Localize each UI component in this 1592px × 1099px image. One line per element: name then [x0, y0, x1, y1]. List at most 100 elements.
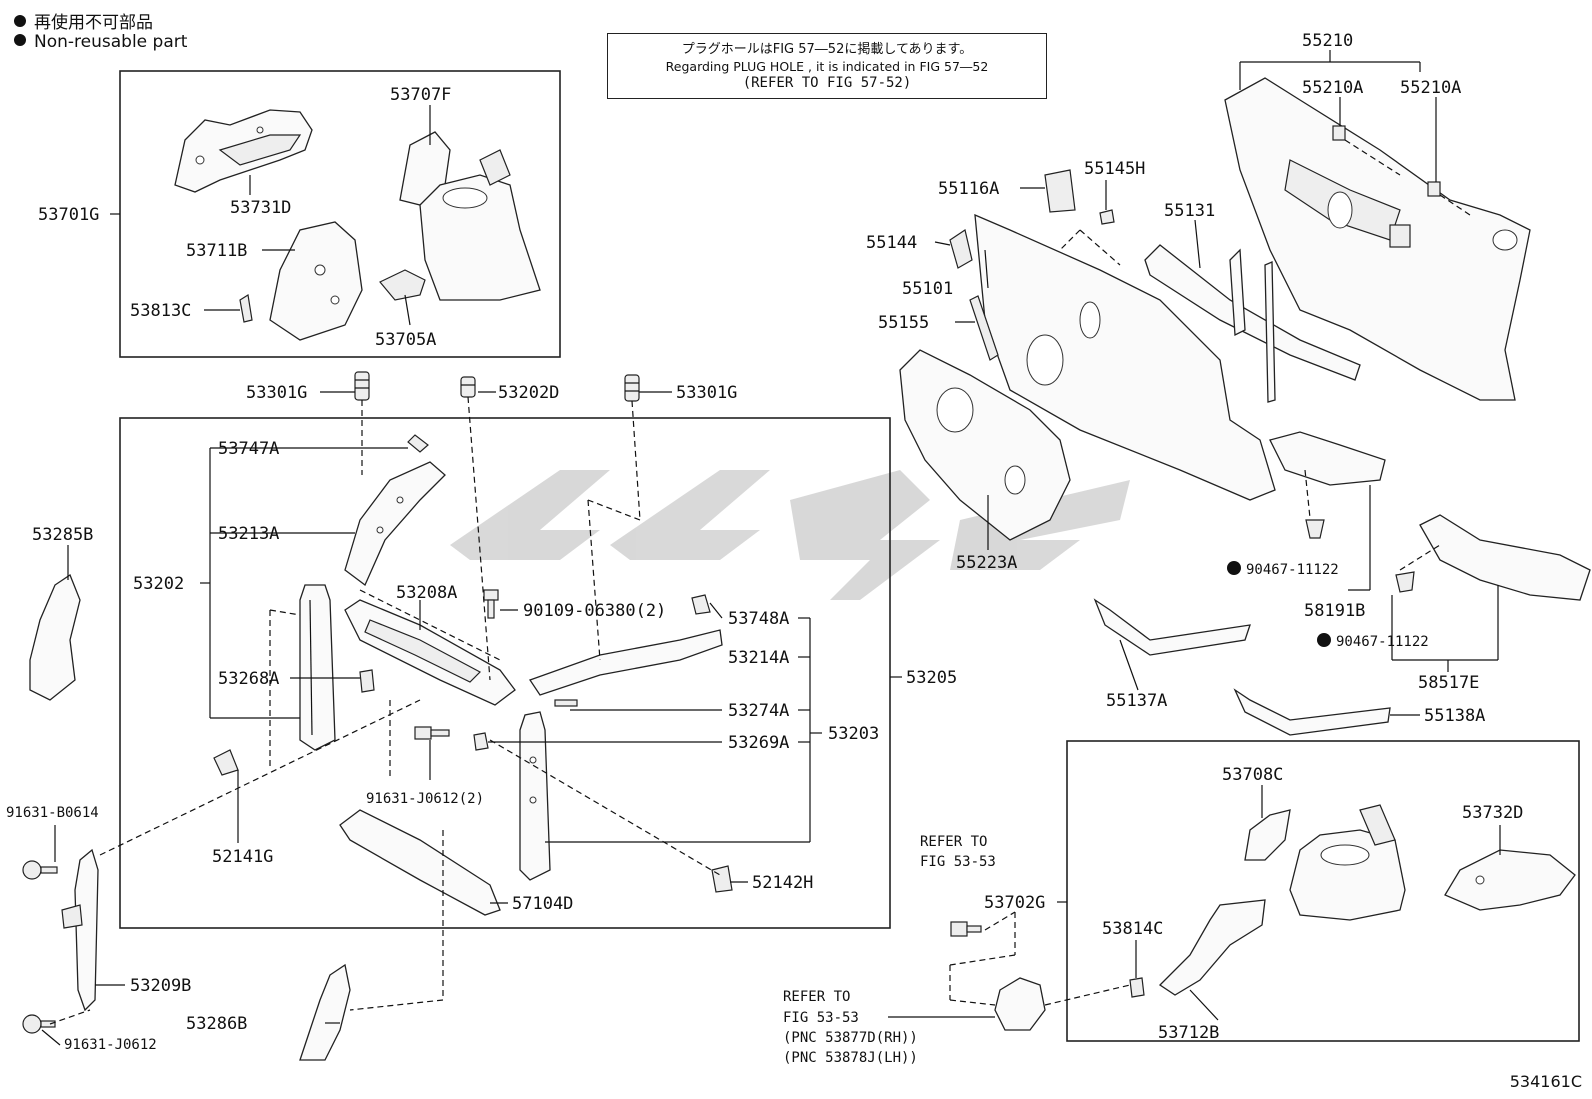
- label-53202D: 53202D: [498, 383, 559, 403]
- label-91631-J0612: 91631-J0612: [64, 1037, 157, 1053]
- part-58517E-drawing: [1419, 514, 1591, 601]
- part-53732D-drawing: [1444, 849, 1576, 911]
- ref2-line1: REFER TO: [783, 989, 850, 1005]
- bolt-91631-J0612-icon: [22, 1014, 56, 1034]
- label-53285B: 53285B: [32, 525, 93, 545]
- label-58517E: 58517E: [1418, 673, 1479, 693]
- bolt-90109-icon: [483, 589, 499, 619]
- label-53814C: 53814C: [1102, 919, 1163, 939]
- label-53731D: 53731D: [230, 198, 291, 218]
- part-labels: 53701G 53707F 53731D 53711B 53813C 53705…: [6, 31, 1523, 1066]
- figure-id: 534161C: [1509, 1072, 1582, 1091]
- label-53701G: 53701G: [38, 205, 99, 225]
- label-53707F: 53707F: [390, 85, 451, 105]
- part-58191B-drawing: [1269, 431, 1386, 486]
- part-53712B-drawing: [1158, 899, 1266, 996]
- plug-hole-note: プラグホールはFIG 57―52に掲載してあります。 Regarding PLU…: [607, 33, 1047, 99]
- ref2-line4: (PNC 53878J(LH)): [783, 1050, 918, 1066]
- part-53708C-drawing: [1244, 809, 1291, 861]
- part-53208A-drawing: [344, 599, 516, 706]
- label-55210A-right: 55210A: [1400, 78, 1461, 98]
- part-55144-drawing: [949, 229, 973, 269]
- label-91631-B0614: 91631-B0614: [6, 805, 99, 821]
- label-55131: 55131: [1164, 201, 1215, 221]
- part-55131-drawing: [1144, 244, 1361, 403]
- part-53814C-drawing: [1129, 977, 1145, 998]
- label-53268A: 53268A: [218, 669, 279, 689]
- label-53732D: 53732D: [1462, 803, 1523, 823]
- part-55145H-drawing: [1099, 209, 1115, 225]
- box-53205-assembly: [119, 417, 891, 929]
- label-55101: 55101: [902, 279, 953, 299]
- label-58191B: 58191B: [1304, 601, 1365, 621]
- label-53205: 53205: [906, 668, 957, 688]
- box-53702G-assembly: [1066, 740, 1580, 1042]
- ref2-line2: FIG 53-53: [783, 1010, 859, 1026]
- part-53286B-drawing: [299, 963, 351, 1061]
- part-55223A-drawing: [899, 349, 1071, 541]
- part-55210-drawing: [1224, 77, 1531, 401]
- label-90109-06380: 90109-06380(2): [523, 601, 666, 621]
- note-line-en: Regarding PLUG HOLE , it is indicated in…: [665, 59, 989, 74]
- label-55155: 55155: [878, 313, 929, 333]
- legend-japanese: 再使用不可部品: [14, 8, 153, 33]
- part-53269A-drawing: [519, 711, 551, 881]
- part-53301G-spring-right: [624, 374, 640, 402]
- part-53711B-drawing: [239, 221, 363, 341]
- note-line-jp: プラグホールはFIG 57―52に掲載してあります。: [681, 42, 973, 57]
- label-55210A-left: 55210A: [1302, 78, 1363, 98]
- part-57104D-drawing: [339, 809, 501, 916]
- clip-90467-b-icon: [1395, 571, 1415, 593]
- label-53712B: 53712B: [1158, 1023, 1219, 1043]
- label-53269A: 53269A: [728, 733, 789, 753]
- label-53203: 53203: [828, 724, 879, 744]
- label-53813C: 53813C: [130, 301, 191, 321]
- non-reusable-dot-icon: [1317, 633, 1331, 647]
- label-55116A: 55116A: [938, 179, 999, 199]
- part-53731D-drawing: [174, 109, 313, 193]
- non-reusable-dot-icon: [14, 15, 26, 27]
- label-53213A: 53213A: [218, 524, 279, 544]
- label-55138A: 55138A: [1424, 706, 1485, 726]
- label-52141G: 52141G: [212, 847, 273, 867]
- leader-lines: [41, 50, 1501, 1046]
- part-55101-drawing: [974, 213, 1276, 501]
- label-55210: 55210: [1302, 31, 1353, 51]
- part-53214A-drawing: [528, 629, 723, 707]
- ref2-line3: (PNC 53877D(RH)): [783, 1030, 918, 1046]
- part-53702G-body-drawing: [1289, 804, 1406, 921]
- label-53748A: 53748A: [728, 609, 789, 629]
- dashed-relation-lines: [49, 139, 1471, 1025]
- label-52142H: 52142H: [752, 873, 813, 893]
- bolt-91631-B0614-icon: [22, 860, 58, 880]
- label-53209B: 53209B: [130, 976, 191, 996]
- label-55223A: 55223A: [956, 553, 1017, 573]
- part-55138A-drawing: [1233, 688, 1391, 736]
- label-53708C: 53708C: [1222, 765, 1283, 785]
- part-53202D-spring: [460, 376, 476, 398]
- bolt-ref-fig-53-53-icon: [950, 921, 982, 937]
- part-55116A-drawing: [1044, 169, 1076, 213]
- label-53301G-left: 53301G: [246, 383, 307, 403]
- non-reusable-dot-icon: [1227, 561, 1241, 575]
- legend-english: Non-reusable part: [14, 32, 187, 52]
- label-55137A: 55137A: [1106, 691, 1167, 711]
- ref1-line2: FIG 53-53: [920, 854, 996, 870]
- part-53209B-drawing: [61, 848, 99, 1012]
- label-55144: 55144: [866, 233, 917, 253]
- part-55137A-drawing: [1093, 598, 1251, 656]
- clip-90467-a-icon: [1305, 519, 1325, 539]
- ref1-line1: REFER TO: [920, 834, 987, 850]
- label-53286B: 53286B: [186, 1014, 247, 1034]
- label-53702G: 53702G: [984, 893, 1045, 913]
- label-53202: 53202: [133, 574, 184, 594]
- label-53747A: 53747A: [218, 439, 279, 459]
- label-57104D: 57104D: [512, 894, 573, 914]
- label-91631-J0612-2: 91631-J0612(2): [366, 791, 484, 807]
- part-53301G-spring-left: [354, 371, 370, 401]
- label-53274A: 53274A: [728, 701, 789, 721]
- part-55210A-clips: [1332, 125, 1441, 197]
- part-53268A-drawing: [299, 584, 336, 751]
- part-53213A-drawing: [344, 461, 446, 587]
